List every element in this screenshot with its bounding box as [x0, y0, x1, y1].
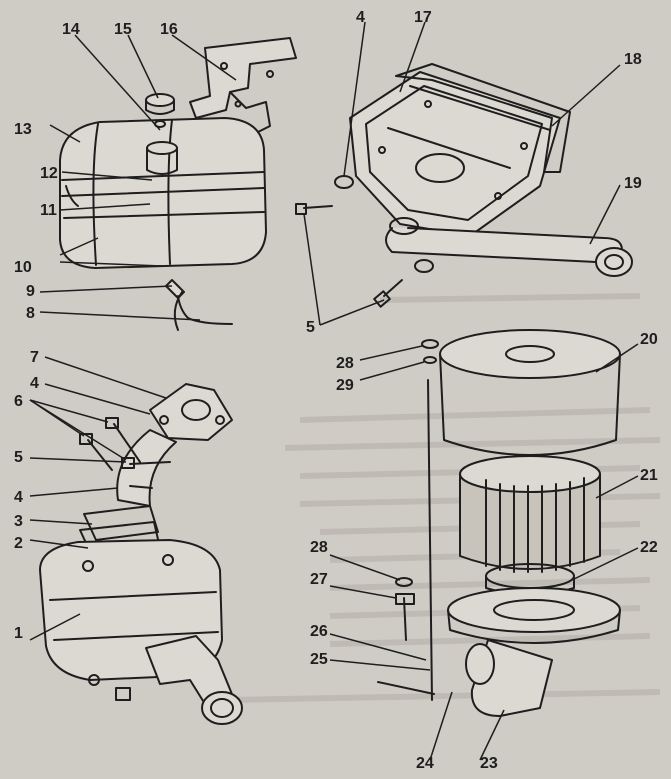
callout-labels: 14 15 16 4 17 18 13 19 12 11 10 9 8 5 20…	[14, 9, 658, 772]
filter-housing-base	[447, 587, 621, 644]
callout-1: 1	[14, 625, 23, 642]
exhaust-flange	[149, 383, 233, 441]
callout-4-low: 4	[14, 489, 23, 506]
callout-28-top: 28	[336, 355, 354, 372]
callout-2: 2	[14, 535, 23, 552]
callout-21: 21	[640, 467, 658, 484]
filter-cover	[439, 329, 621, 456]
callout-8: 8	[26, 305, 35, 322]
callout-11: 11	[40, 202, 57, 219]
callout-27: 27	[310, 571, 328, 588]
callout-28-low: 28	[310, 539, 328, 556]
callout-7: 7	[30, 349, 39, 366]
cover-gasket	[395, 63, 571, 173]
callout-26: 26	[310, 623, 328, 640]
air-cleaner-cover	[349, 71, 561, 237]
callout-6: 6	[14, 393, 23, 410]
bolt	[295, 203, 333, 215]
callout-16: 16	[160, 21, 178, 38]
small-bolt	[395, 593, 415, 641]
intake-elbow	[465, 639, 553, 717]
callout-14: 14	[62, 21, 80, 38]
callout-3: 3	[14, 513, 23, 530]
washers	[395, 339, 439, 587]
callout-4-top: 4	[356, 9, 365, 26]
clamp-ring	[414, 259, 434, 273]
intake-hose	[385, 217, 633, 277]
callout-9: 9	[26, 283, 35, 300]
hose-clamp-ring	[334, 175, 354, 189]
filter-rod	[377, 379, 435, 701]
callout-4-mid: 4	[30, 375, 39, 392]
callout-12: 12	[40, 165, 58, 182]
callout-18: 18	[624, 51, 642, 68]
filter-element	[459, 455, 601, 573]
callout-25: 25	[310, 651, 328, 668]
filler-neck	[146, 141, 178, 175]
fuel-tank	[59, 117, 267, 269]
callout-29: 29	[336, 377, 354, 394]
callout-5-mid: 5	[14, 449, 23, 466]
callout-10: 10	[14, 259, 32, 276]
callout-24: 24	[416, 755, 434, 772]
muffler-outlet	[115, 635, 243, 725]
callout-23: 23	[480, 755, 498, 772]
fuel-cap	[145, 93, 175, 128]
callout-15: 15	[114, 21, 132, 38]
mounting-bracket	[189, 37, 297, 133]
callout-19: 19	[624, 175, 642, 192]
callout-13: 13	[14, 121, 32, 138]
callout-20: 20	[640, 331, 658, 348]
leader-lines	[29, 21, 639, 761]
callout-5-top: 5	[306, 319, 315, 336]
fuel-drain-fitting	[165, 279, 233, 331]
callout-17: 17	[414, 9, 432, 26]
callout-22: 22	[640, 539, 658, 556]
flange-bolts	[79, 417, 171, 471]
